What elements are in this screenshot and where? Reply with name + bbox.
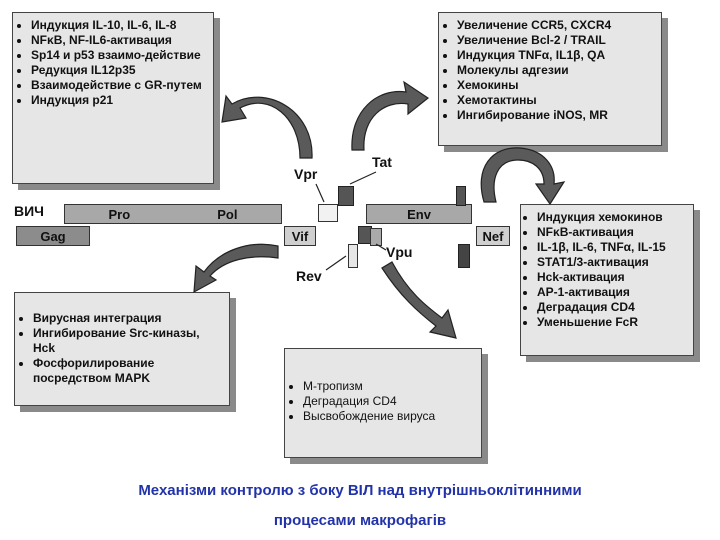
list-item: Деградация CD4 — [537, 300, 687, 315]
segment-rev-3 — [458, 244, 470, 268]
list-mid-right: Индукция хемокиновNFκB-активацияIL-1β, I… — [521, 205, 693, 330]
list-item: AP-1-активация — [537, 285, 687, 300]
caption-line-2: процесами макрофагів — [273, 512, 447, 529]
list-item: М-тропизм — [303, 379, 475, 394]
gene-nef: Nef — [476, 226, 510, 246]
list-top-left: Индукция IL-10, IL-6, IL-8NFκB, NF-IL6-а… — [13, 13, 213, 108]
segment-vpr — [318, 204, 338, 222]
gene-vif: Vif — [284, 226, 316, 246]
list-item: Ингибирование iNOS, MR — [457, 108, 655, 123]
list-item: NFκB, NF-IL6-активация — [31, 33, 207, 48]
list-item: Взаимодействие с GR-путем — [31, 78, 207, 93]
box-top-left: Индукция IL-10, IL-6, IL-8NFκB, NF-IL6-а… — [12, 12, 214, 184]
list-item: Индукция IL-10, IL-6, IL-8 — [31, 18, 207, 33]
list-item: Хемокины — [457, 78, 655, 93]
segment-tat-1 — [338, 186, 354, 206]
list-item: Hck-активация — [537, 270, 687, 285]
label-rev: Rev — [296, 268, 322, 284]
gene-pro-pol: Pro Pol — [64, 204, 282, 224]
gene-env: Env — [366, 204, 472, 224]
list-item: IL-1β, IL-6, TNFα, IL-15 — [537, 240, 687, 255]
list-item: Фосфорилирование посредством MAPK — [33, 356, 223, 386]
list-item: STAT1/3-активация — [537, 255, 687, 270]
list-item: Индукция p21 — [31, 93, 207, 108]
list-item: Молекулы адгезии — [457, 63, 655, 78]
list-item: Уменьшение FcR — [537, 315, 687, 330]
list-item: Деградация CD4 — [303, 394, 475, 409]
virus-label: ВИЧ — [14, 203, 45, 219]
box-bottom-left: Вирусная интеграцияИнгибирование Src-кин… — [14, 292, 230, 406]
arrow-to-mid-right — [480, 147, 566, 206]
arrow-to-bottom-center — [381, 261, 457, 339]
gene-pol-label: Pol — [217, 206, 238, 222]
list-item: Хемотактины — [457, 93, 655, 108]
segment-rev-2 — [348, 244, 358, 268]
label-pointers — [315, 171, 387, 271]
label-vpr: Vpr — [294, 166, 318, 182]
label-tat: Tat — [372, 154, 392, 170]
list-item: Увеличение CCR5, CXCR4 — [457, 18, 655, 33]
list-bottom-left: Вирусная интеграцияИнгибирование Src-кин… — [15, 293, 229, 386]
list-top-right: Увеличение CCR5, CXCR4Увеличение Bcl-2 /… — [439, 13, 661, 123]
list-item: Индукция хемокинов — [537, 210, 687, 225]
segment-vpu — [370, 228, 382, 246]
list-item: Редукция IL12p35 — [31, 63, 207, 78]
box-top-right: Увеличение CCR5, CXCR4Увеличение Bcl-2 /… — [438, 12, 662, 146]
label-vpu: Vpu — [386, 244, 413, 260]
box-mid-right: Индукция хемокиновNFκB-активацияIL-1β, I… — [520, 204, 694, 356]
list-item: Вирусная интеграция — [33, 311, 223, 326]
list-item: NFκB-активация — [537, 225, 687, 240]
arrow-to-top-left — [221, 94, 313, 159]
arrow-to-top-right — [351, 80, 430, 151]
arrow-to-bottom-left — [193, 243, 279, 294]
list-item: Индукция TNFα, IL1β, QA — [457, 48, 655, 63]
segment-tat-2 — [456, 186, 466, 206]
gene-pro-label: Pro — [108, 206, 131, 222]
list-bottom-center: М-тропизмДеградация CD4Высвобождение вир… — [285, 349, 481, 424]
arrows-layer — [193, 80, 566, 339]
list-item: Ингибирование Src-киназы, Hck — [33, 326, 223, 356]
list-item: Sp14 и p53 взаимо-действие — [31, 48, 207, 63]
caption-line-1: Механізми контролю з боку ВІЛ над внутрі… — [138, 482, 582, 499]
list-item: Высвобождение вируса — [303, 409, 475, 424]
list-item: Увеличение Bcl-2 / TRAIL — [457, 33, 655, 48]
gene-gag: Gag — [16, 226, 90, 246]
box-bottom-center: М-тропизмДеградация CD4Высвобождение вир… — [284, 348, 482, 458]
